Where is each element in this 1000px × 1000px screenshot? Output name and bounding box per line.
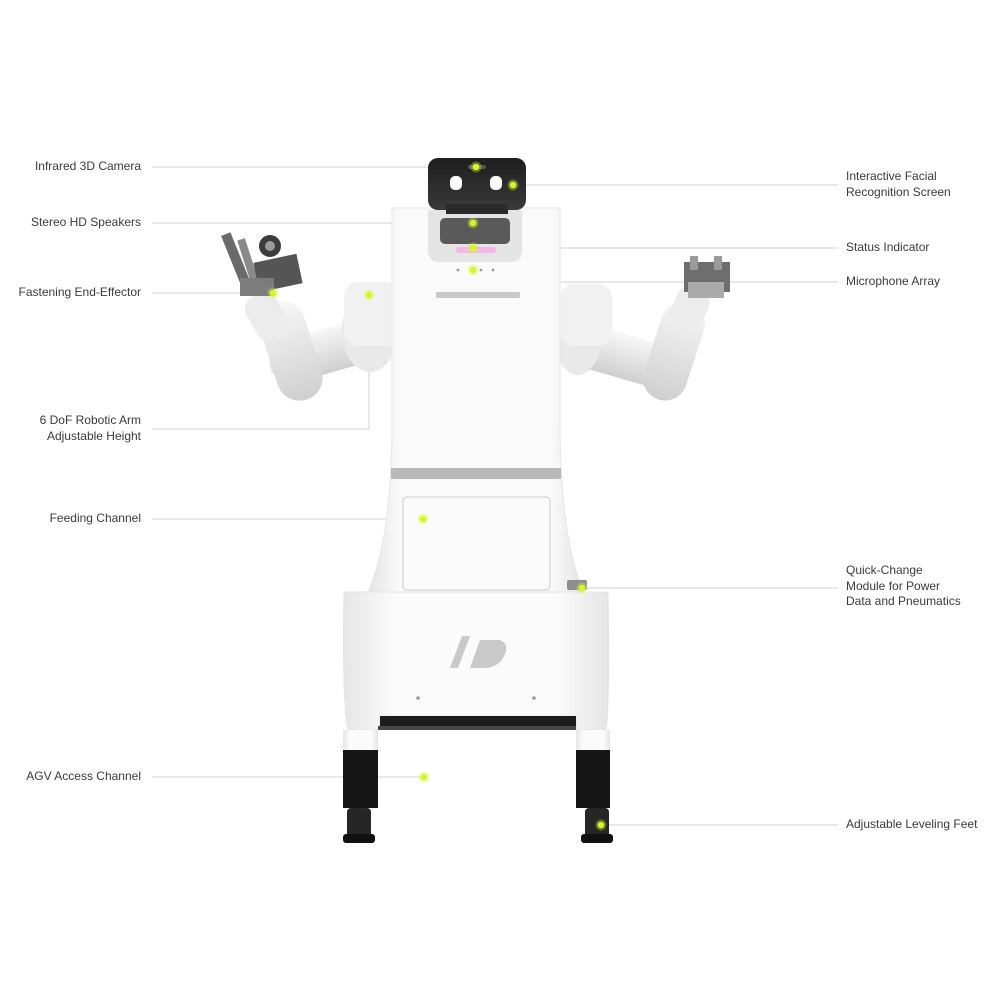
- marker-robotic-arm: [365, 291, 373, 299]
- marker-microphone-array: [469, 266, 477, 274]
- label-line: Adjustable Height: [46, 428, 141, 443]
- label-line: 6 DoF Robotic Arm: [39, 413, 141, 427]
- marker-quick-change-module: [578, 584, 586, 592]
- label-line: Stereo HD Speakers: [30, 215, 141, 229]
- label-agv-access-channel: AGV Access Channel: [26, 769, 141, 785]
- label-line: Infrared 3D Camera: [34, 159, 141, 173]
- label-infrared-3d-camera: Infrared 3D Camera: [35, 159, 141, 175]
- robot-head: [428, 158, 526, 214]
- gripper-graphic: [684, 256, 730, 298]
- status-indicator-light: [456, 247, 496, 253]
- label-facial-recognition-screen: Interactive Facial Recognition Screen: [846, 169, 951, 200]
- label-status-indicator: Status Indicator: [846, 240, 929, 256]
- microphone-array-dots: [456, 268, 495, 272]
- label-line: Quick-Change: [846, 563, 923, 577]
- right-foot: [585, 808, 609, 842]
- label-line: Status Indicator: [846, 240, 930, 254]
- leader-lines-right: [473, 184, 838, 826]
- marker-agv-access-channel: [420, 773, 428, 781]
- label-line: Feeding Channel: [49, 511, 141, 525]
- label-stereo-hd-speakers: Stereo HD Speakers: [31, 215, 141, 231]
- fastening-end-effector-graphic: [221, 232, 303, 296]
- speaker-grille: [440, 218, 510, 244]
- marker-feeding-channel: [419, 515, 427, 523]
- label-line: Interactive Facial: [846, 169, 937, 183]
- label-fastening-end-effector: Fastening End-Effector: [18, 285, 141, 301]
- right-shoulder: [560, 284, 612, 346]
- label-line: Module for Power: [846, 578, 941, 593]
- marker-facial-recognition-screen: [509, 181, 517, 189]
- left-shoulder: [344, 282, 400, 346]
- robot-base: [343, 580, 613, 843]
- label-line: Microphone Array: [846, 274, 941, 288]
- marker-status-indicator: [469, 244, 477, 252]
- marker-stereo-hd-speakers: [469, 219, 477, 227]
- label-feeding-channel: Feeding Channel: [50, 511, 141, 527]
- label-line: Recognition Screen: [846, 184, 951, 199]
- label-line: Data and Pneumatics: [846, 594, 961, 608]
- left-robotic-arm: [221, 232, 398, 401]
- label-robotic-arm-adjustable-height: 6 DoF Robotic Arm Adjustable Height: [40, 413, 141, 444]
- label-quick-change-module: Quick-Change Module for Power Data and P…: [846, 563, 961, 610]
- base-logo-mark: [450, 636, 507, 668]
- label-line: AGV Access Channel: [26, 769, 141, 783]
- torso-band: [391, 468, 561, 479]
- torso-logo-mark: [436, 292, 520, 298]
- feeding-channel-panel: [402, 496, 551, 591]
- right-robotic-arm: [554, 256, 730, 401]
- label-line: Adjustable Leveling Feet: [846, 817, 978, 831]
- label-adjustable-leveling-feet: Adjustable Leveling Feet: [846, 817, 977, 833]
- label-microphone-array: Microphone Array: [846, 274, 940, 290]
- marker-adjustable-leveling-feet: [597, 821, 605, 829]
- feature-markers: [267, 161, 607, 831]
- left-foot: [347, 808, 371, 842]
- marker-fastening-end-effector: [269, 289, 277, 297]
- marker-infrared-3d-camera: [472, 163, 480, 171]
- label-line: Fastening End-Effector: [18, 285, 141, 299]
